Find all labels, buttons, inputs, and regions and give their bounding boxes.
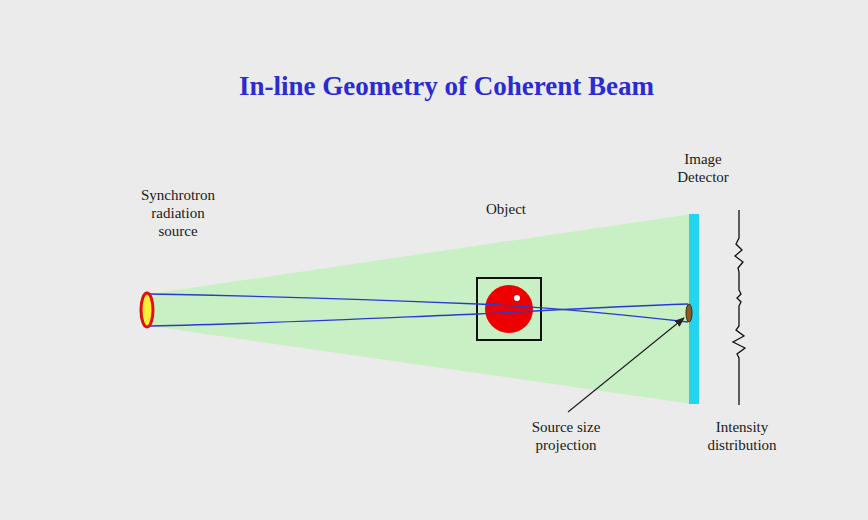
beam-cone — [150, 214, 692, 404]
projection-label: Source size projection — [518, 418, 614, 454]
intensity-label: Intensity distribution — [694, 418, 790, 454]
source-projection-spot — [686, 304, 692, 322]
object-box — [477, 278, 541, 340]
detector-label: Image Detector — [670, 150, 736, 186]
object-label: Object — [466, 200, 546, 218]
ray-line — [150, 304, 688, 326]
intensity-curve — [733, 210, 745, 405]
source-label: Synchrotron radiation source — [132, 186, 224, 240]
leader-arrow — [568, 318, 684, 412]
diagram-title: In-line Geometry of Coherent Beam — [239, 71, 654, 102]
sphere-highlight — [514, 295, 520, 301]
object-sphere — [485, 285, 533, 333]
source-ellipse — [141, 293, 153, 327]
